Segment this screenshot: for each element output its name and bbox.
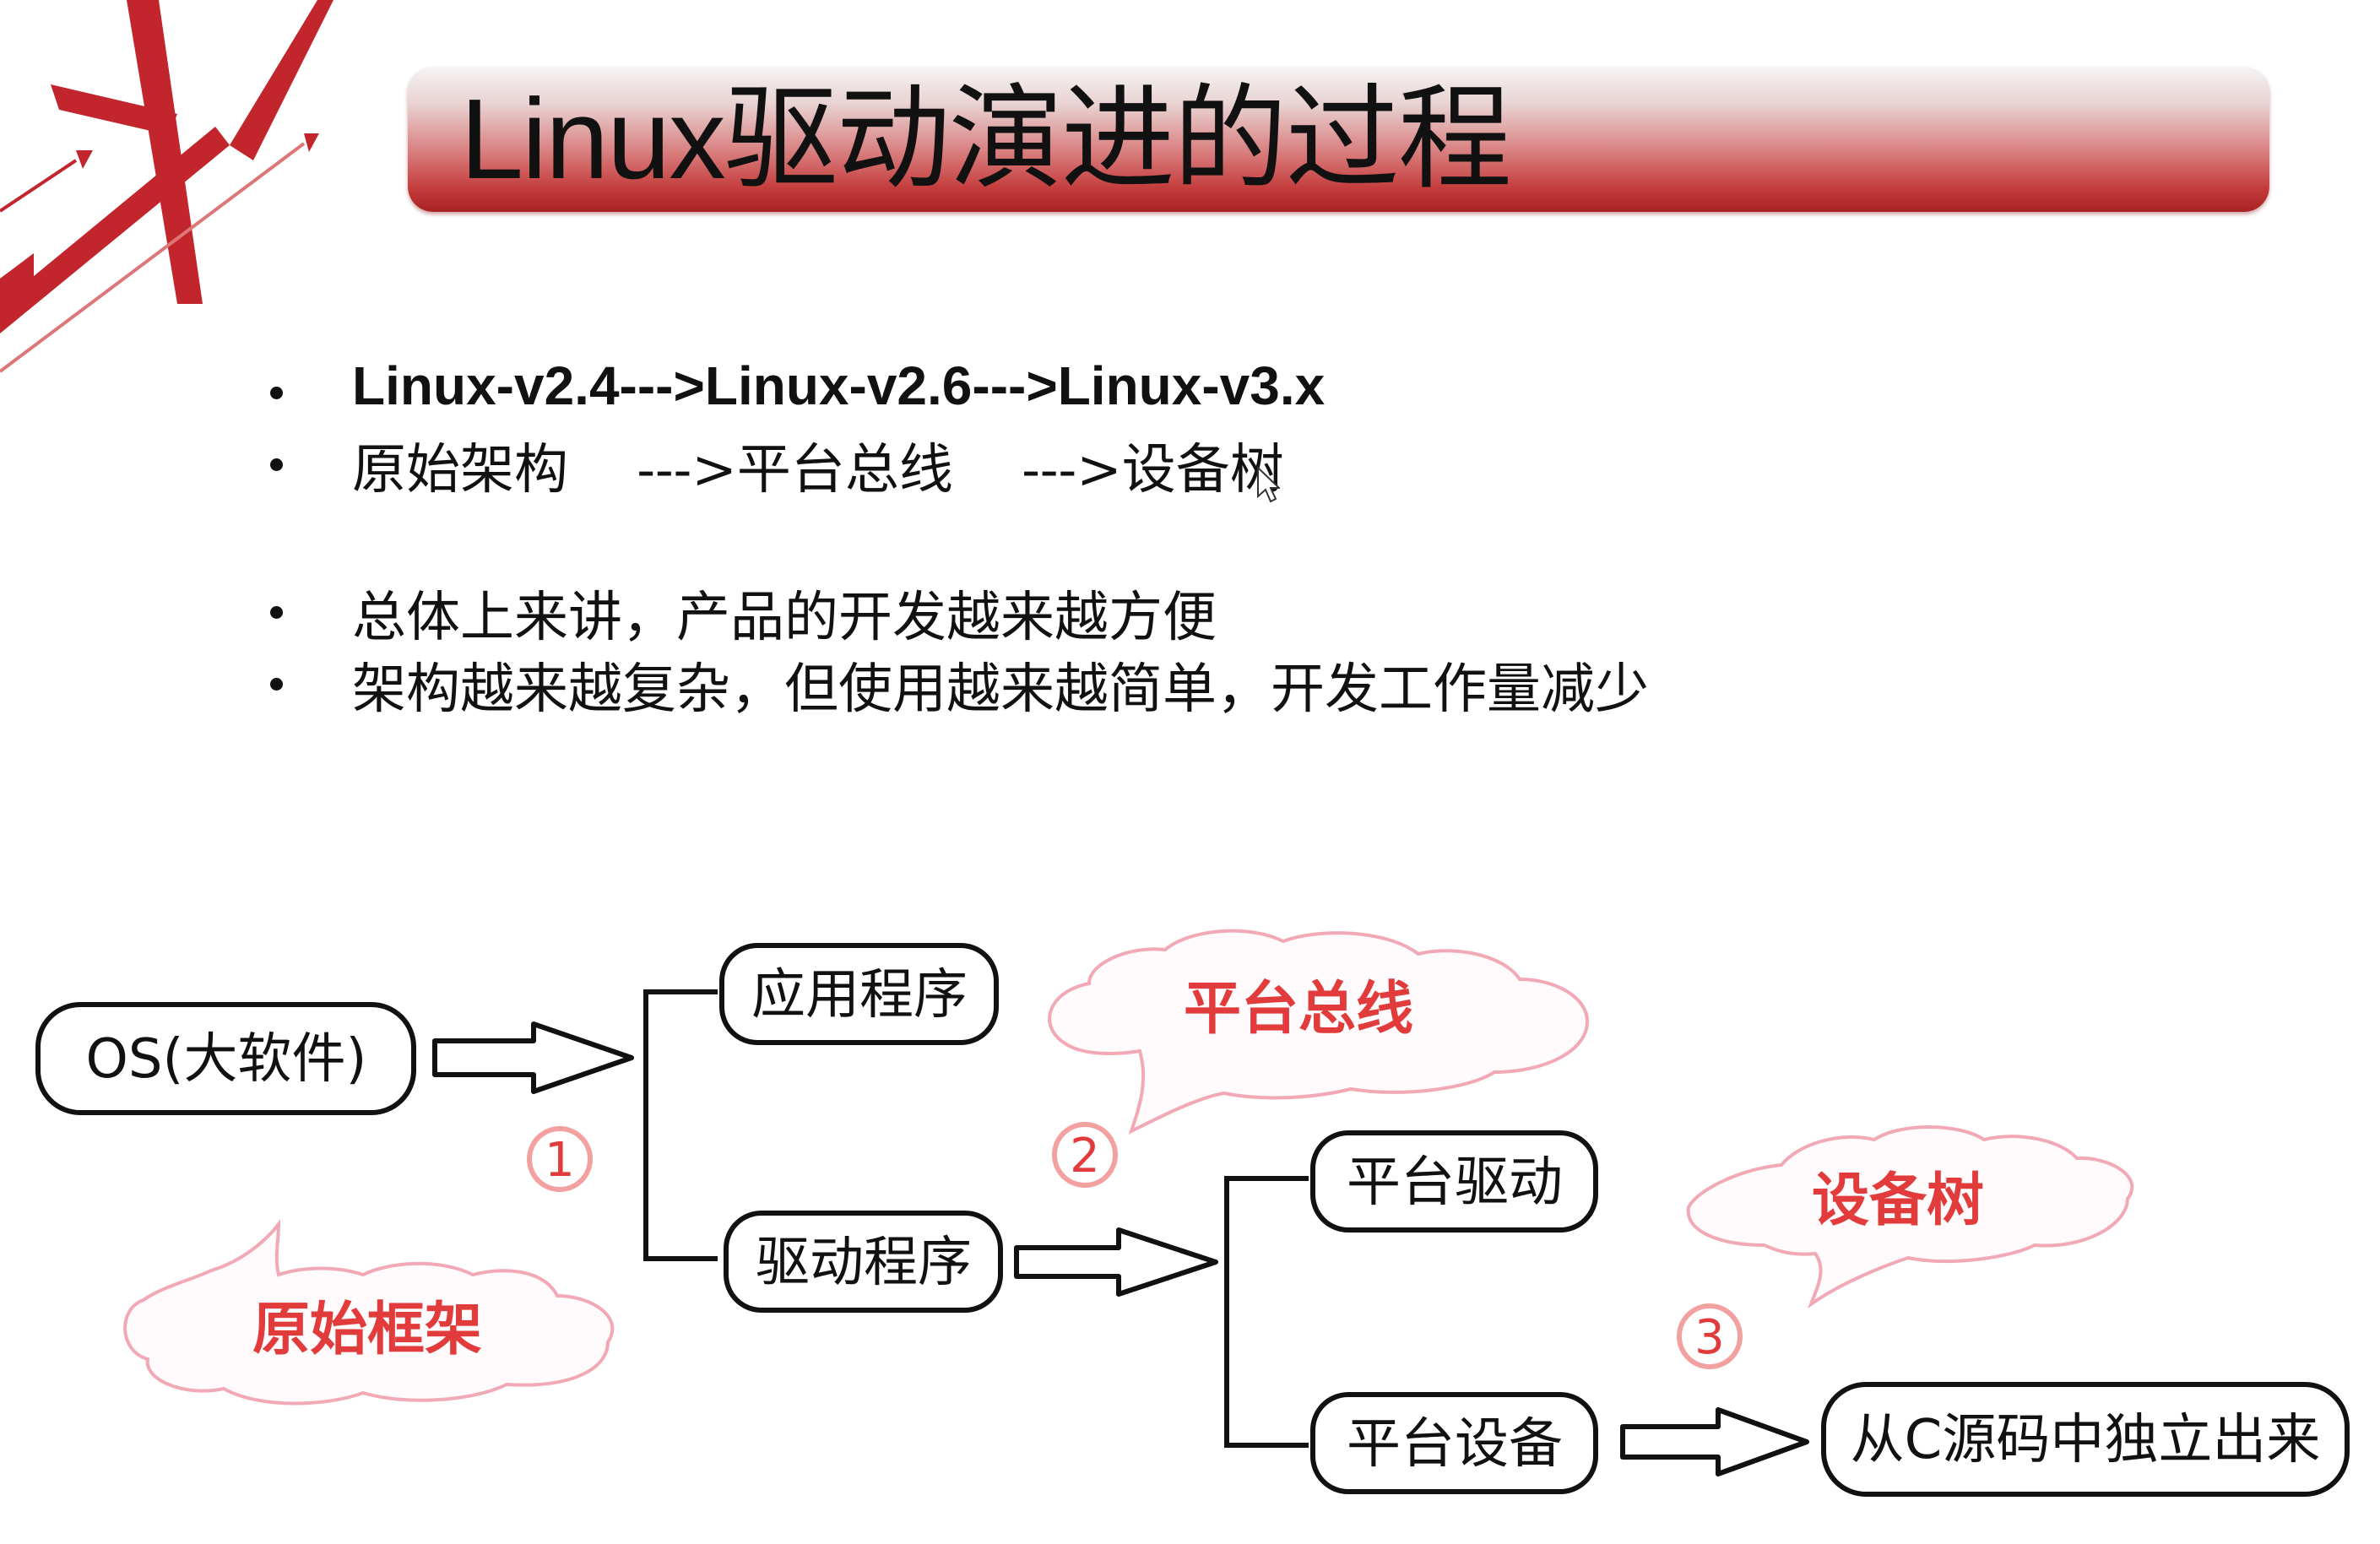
bullet-text-complexity: 架构越来越复杂，但使用越来越简单，开发工作量减少 (352, 658, 1649, 721)
step-1-icon: 1 (527, 1126, 593, 1192)
node-from-c-source: 从C源码中独立出来 (1821, 1382, 2350, 1497)
node-platform-device: 平台设备 (1310, 1392, 1598, 1494)
cloud-label-original-framework: 原始框架 (252, 1297, 482, 1363)
svg-text:从C源码中独立出来: 从C源码中独立出来 (1851, 1409, 2321, 1471)
node-app: 应用程序 (719, 943, 999, 1045)
bullet-dot-icon (270, 387, 283, 399)
svg-text:OS(大软件): OS(大软件) (86, 1028, 367, 1091)
bullet-dot-icon (270, 458, 283, 471)
branch-connector-driver (1224, 1176, 1309, 1448)
cloud-label-platform-bus: 平台总线 (1184, 976, 1413, 1043)
driver-evolution-diagram: 原始框架 平台总线 设备树 1 2 3 OS(大软件) 应用程序 驱动程序 (35, 929, 2350, 1497)
cloud-platform-bus: 平台总线 (1048, 929, 1590, 1135)
node-platform-driver: 平台驱动 (1310, 1130, 1598, 1232)
step-2-icon: 2 (1052, 1122, 1118, 1188)
bullet-text-versions: Linux-v2.4--->Linux-v2.6--->Linux-v3.x (352, 355, 1326, 416)
svg-text:平台设备: 平台设备 (1347, 1413, 1563, 1476)
branch-connector-os (643, 989, 718, 1261)
node-os: OS(大软件) (35, 1002, 416, 1115)
svg-text:应用程序: 应用程序 (751, 964, 968, 1027)
bullet-dot-icon (270, 606, 283, 619)
arrow-logo-icon (0, 0, 333, 373)
svg-text:3: 3 (1694, 1310, 1725, 1365)
mouse-cursor-icon (1257, 466, 1280, 503)
cloud-label-device-tree: 设备树 (1812, 1167, 1984, 1234)
page-title: Linux驱动演进的过程 (460, 75, 1512, 203)
arrow-device-to-c-icon (1620, 1407, 1809, 1476)
svg-text:平台驱动: 平台驱动 (1347, 1151, 1563, 1214)
svg-text:2: 2 (1070, 1129, 1100, 1184)
bullet-text-convenience: 总体上来讲，产品的开发越来越方便 (352, 587, 1217, 649)
bullet-text-architecture: 原始架构 --->平台总线 --->设备树 (352, 439, 1284, 501)
cloud-device-tree: 设备树 (1686, 1125, 2134, 1309)
step-3-icon: 3 (1677, 1303, 1743, 1369)
cloud-original-framework: 原始框架 (123, 1219, 615, 1406)
bullet-dot-icon (270, 678, 283, 691)
svg-text:1: 1 (545, 1133, 575, 1188)
title-bar: Linux驱动演进的过程 (408, 67, 2269, 212)
svg-text:驱动程序: 驱动程序 (756, 1232, 972, 1294)
node-driver: 驱动程序 (724, 1211, 1003, 1313)
arrow-os-to-branch-icon (432, 1021, 634, 1094)
arrow-driver-to-branch-icon (1014, 1227, 1218, 1297)
